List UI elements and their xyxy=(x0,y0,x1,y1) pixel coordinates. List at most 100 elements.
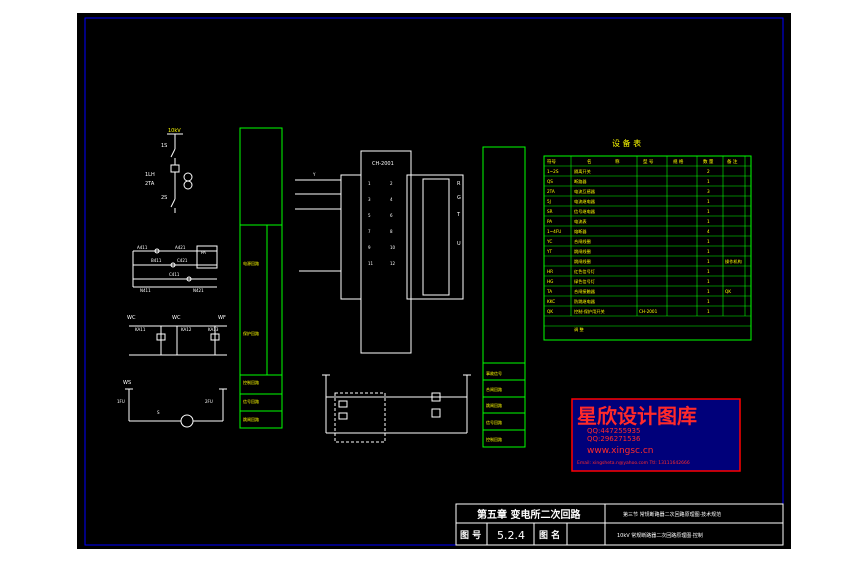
table-header: 称 xyxy=(615,158,620,165)
table-cell: 电流继电器 xyxy=(574,198,596,205)
dc-label-wc2: WC xyxy=(172,315,181,321)
table-header: 规 格 xyxy=(673,158,684,165)
ct-label-c411: C411 xyxy=(169,272,180,277)
table-cell: 熔断器 xyxy=(574,228,587,235)
table-cell: 红色信号灯 xyxy=(574,268,596,275)
table-cell: 1 xyxy=(707,209,710,214)
terminal-r: R xyxy=(457,181,461,187)
table-cell: 1 xyxy=(707,279,710,284)
table-cell: 1 xyxy=(707,199,710,204)
switch-contact-1: 1 xyxy=(368,181,371,186)
table-cell: 1 xyxy=(707,259,710,264)
right-panel-label-1: 合闸回路 xyxy=(486,386,502,392)
left-panel-label-0: 电源回路 xyxy=(243,260,259,266)
table-cell: 1 xyxy=(707,309,710,314)
stamp-title: 星欣设计图库 xyxy=(577,404,697,428)
table-cell: QK xyxy=(547,309,553,314)
table-cell: 1~2S xyxy=(547,169,559,174)
figure-name-value: 10kV 常规断路器二次回路原理图·控制 xyxy=(617,532,703,539)
schematic-drawing: 10kV 1S 1LH 2TA 2S A411 B411 C411 N411 A… xyxy=(84,17,784,546)
figure-number-label: 图 号 xyxy=(460,530,481,541)
dc-label-ws: WS xyxy=(123,380,131,386)
voltage-label: 10kV xyxy=(168,128,181,134)
table-cell: 1 xyxy=(707,239,710,244)
design-library-stamp: 星欣设计图库 QQ:447255935 QQ:296271536 www.xin… xyxy=(571,398,741,472)
table-cell: 5J xyxy=(547,199,551,204)
dc-bus-circuit xyxy=(125,388,227,428)
switch-label-y: Y xyxy=(312,172,316,177)
figure-number-value: 5.2.4 xyxy=(497,529,525,542)
table-cell: YC xyxy=(546,239,552,244)
chapter-title: 第五章 变电所二次回路 xyxy=(477,508,581,521)
left-panel-label-2: 控制回路 xyxy=(243,379,259,385)
table-cell: 4 xyxy=(707,229,710,234)
ct-label-n421: N421 xyxy=(193,288,204,293)
table-cell: 断路器 xyxy=(574,178,587,185)
table-footer-label: 调 整 xyxy=(574,326,585,333)
table-cell: PA xyxy=(547,219,552,224)
switch-label-s: S xyxy=(157,410,160,415)
left-panel-label-3: 信号回路 xyxy=(243,398,259,404)
switch-contact-11: 11 xyxy=(368,261,374,266)
switch-contact-5: 5 xyxy=(368,213,371,218)
table-cell: 信号继电器 xyxy=(574,208,596,215)
right-panel-label-3: 信号回路 xyxy=(486,419,502,425)
table-cell: 1 xyxy=(707,249,710,254)
table-cell: 电流表 xyxy=(574,218,587,225)
table-cell: 1~4FU xyxy=(547,229,561,234)
dc-label-wc1: WC xyxy=(127,315,136,321)
terminal-t: T xyxy=(456,212,461,218)
table-cell: 跳闸线圈 xyxy=(574,248,591,255)
ct-label-b411: B411 xyxy=(151,258,162,263)
switch-contact-10: 10 xyxy=(390,245,396,250)
table-header: 型 号 xyxy=(643,158,654,165)
right-panel-label-2: 跳闸回路 xyxy=(486,402,502,408)
ka13-label: KA13 xyxy=(208,327,219,332)
border xyxy=(84,17,784,546)
switch-model-label: CH-2001 xyxy=(372,161,394,167)
switch-contact-8: 8 xyxy=(390,229,393,234)
left-panel-label-1: 保护回路 xyxy=(243,330,259,336)
table-cell: 3 xyxy=(707,189,710,194)
primary-circuit xyxy=(167,133,193,213)
stamp-qq1: QQ:447255935 xyxy=(587,427,640,435)
label-2ta: 2TA xyxy=(145,181,155,187)
table-cell: 控制·保护用开关 xyxy=(574,308,605,315)
dc-label-wf: WF xyxy=(218,315,226,321)
table-cell: 操作机构 xyxy=(725,258,742,265)
table-cell: 1 xyxy=(707,179,710,184)
table-cell: 2TA xyxy=(547,189,555,194)
switch-contact-9: 9 xyxy=(368,245,371,250)
switch-contact-2: 2 xyxy=(390,181,393,186)
closing-tripping-circuit xyxy=(322,374,471,443)
left-panel-label-4: 跳闸回路 xyxy=(243,416,259,422)
stamp-url: www.xingsc.cn xyxy=(587,446,654,456)
ka11-label: KA11 xyxy=(135,327,146,332)
table-cell: TA xyxy=(546,289,552,294)
current-circuit xyxy=(132,245,218,288)
table-cell: SR xyxy=(547,209,553,214)
switch-contact-6: 6 xyxy=(390,213,393,218)
ka12-label: KA12 xyxy=(181,327,192,332)
table-header: 备 注 xyxy=(727,158,738,165)
figure-name-label: 图 名 xyxy=(539,529,560,541)
table-cell: QS xyxy=(547,179,553,184)
table-header: 名 xyxy=(587,158,592,165)
stamp-email: Email: xingsheta.n@yahoo.com Ttl: 131116… xyxy=(577,460,690,466)
fu-label-1: 1FU xyxy=(117,399,125,404)
title-block-caption: 第三节 常规断路器二次回路原理图·技术规范 xyxy=(623,511,721,518)
ct-label-c421: C421 xyxy=(177,258,188,263)
table-header: 符号 xyxy=(547,158,556,165)
table-cell: CH-2001 xyxy=(639,309,658,314)
table-cell: 1 xyxy=(707,219,710,224)
terminal-u: U xyxy=(457,241,461,247)
table-cell: 合闸接触器 xyxy=(574,288,596,295)
switch-contact-7: 7 xyxy=(368,229,371,234)
switch-contact-3: 3 xyxy=(368,197,371,202)
switch-contact-4: 4 xyxy=(390,197,393,202)
table-cell: HR xyxy=(547,269,553,274)
control-circuit xyxy=(129,325,227,356)
stamp-qq2: QQ:296271536 xyxy=(587,435,641,443)
table-header: 数 量 xyxy=(703,158,714,165)
